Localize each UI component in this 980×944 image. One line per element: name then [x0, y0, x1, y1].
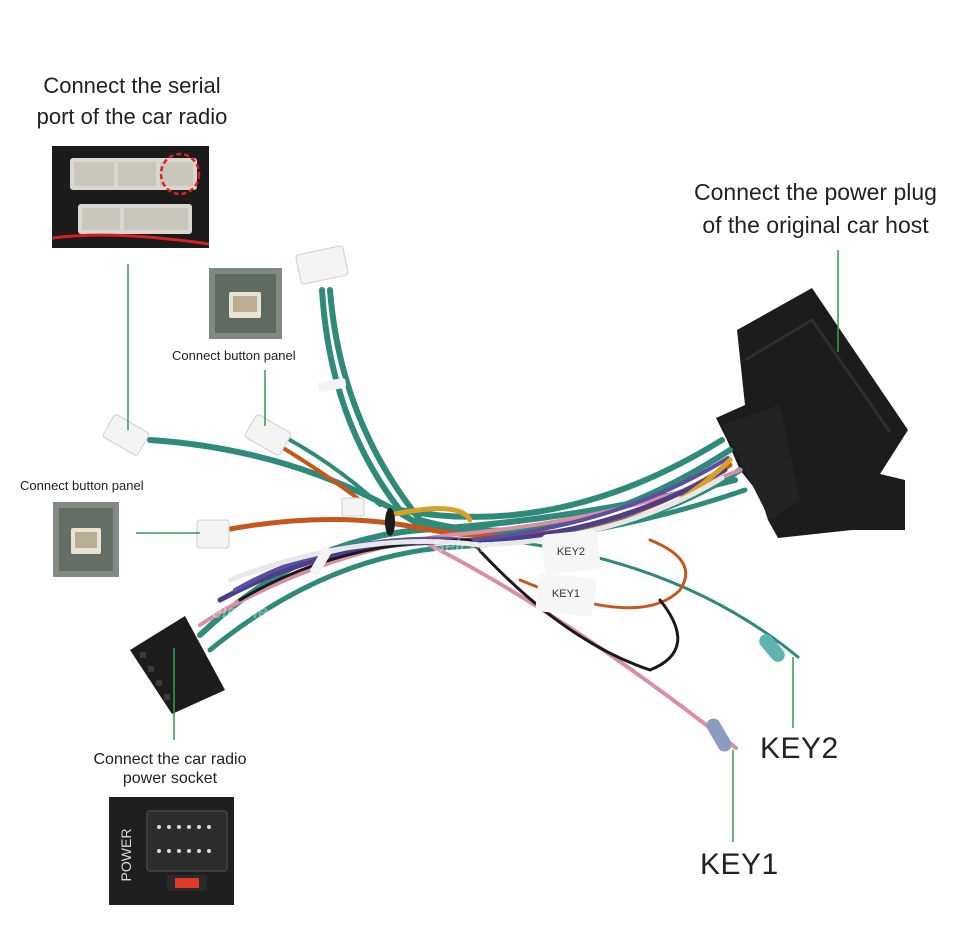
label-serial-port: Connect the serial port of the car radio	[22, 70, 242, 132]
label-serial-port-line-1: Connect the serial	[43, 73, 221, 98]
key1-wire-tag: KEY1	[535, 573, 597, 617]
serial-highlight-circle	[159, 152, 201, 196]
label-power-socket: Connect the car radio power socket	[70, 750, 270, 788]
label-power-socket-line-2: power socket	[122, 770, 218, 787]
label-power-plug: Connect the power plug of the original c…	[668, 176, 963, 242]
small-white-plug	[341, 497, 365, 517]
power-socket-art: POWER	[109, 797, 234, 905]
socket-print-text: POWER	[118, 829, 134, 882]
key2-wire-end	[759, 634, 785, 662]
key1-tag-text: KEY1	[552, 588, 580, 600]
label-power-socket-line-1: Connect the car radio	[93, 751, 247, 768]
fuse-icon	[175, 878, 199, 888]
button-panel-plug-1	[244, 414, 292, 456]
button-panel-socket-art-2	[53, 502, 119, 577]
serial-port-connector-art	[51, 146, 210, 248]
radio-power-connector	[130, 616, 225, 714]
button-panel-photo-1	[209, 268, 282, 339]
label-button-panel-2: Connect button panel	[20, 478, 144, 493]
cable-tie	[385, 508, 395, 536]
key2-tag-text: KEY2	[557, 546, 585, 558]
label-key2: KEY2	[760, 732, 839, 765]
button-panel-photo-2	[53, 502, 119, 577]
key1-wire-end	[706, 718, 732, 752]
label-power-plug-line-1: Connect the power plug	[694, 179, 937, 205]
wire-clip	[310, 546, 332, 576]
button-panel-plug-2	[196, 519, 230, 549]
watermark-text: Seicane	[433, 536, 501, 556]
label-button-panel-1: Connect button panel	[172, 348, 296, 363]
power-plug-connector	[716, 288, 908, 538]
button-panel-socket-art-1	[209, 268, 282, 339]
label-serial-port-line-2: port of the car radio	[36, 104, 228, 129]
serial-port-photo	[51, 146, 210, 248]
key2-wire-tag: KEY2	[541, 529, 601, 575]
top-white-plug	[295, 245, 349, 285]
serial-port-plug	[102, 414, 150, 456]
label-key1: KEY1	[700, 848, 779, 881]
watermark-text: Seicane	[200, 602, 268, 622]
power-socket-photo: POWER	[109, 797, 234, 905]
label-power-plug-line-2: of the original car host	[702, 212, 929, 238]
wire-clip	[317, 378, 347, 392]
